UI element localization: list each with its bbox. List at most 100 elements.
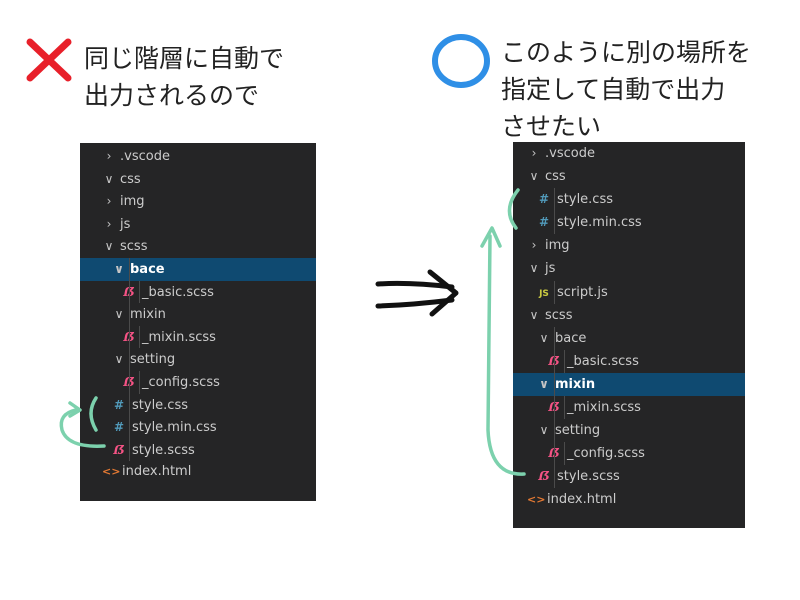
tree-file-row[interactable]: ẞ_basic.scss	[80, 280, 316, 304]
file-explorer-after: ›.vscode∨css#style.css#style.min.css›img…	[513, 142, 745, 528]
tree-item-label: scss	[545, 307, 573, 323]
tree-file-row[interactable]: ẞ_mixin.scss	[513, 396, 745, 420]
tree-item-label: _config.scss	[567, 446, 645, 462]
tree-item-label: index.html	[122, 464, 192, 480]
blue-circle-icon	[432, 34, 490, 88]
indent-guide	[564, 442, 565, 466]
tree-item-label: _basic.scss	[142, 284, 214, 300]
html-brackets-icon: <>	[527, 493, 546, 507]
tree-folder-row[interactable]: › .vscode	[80, 145, 316, 168]
tree-item-label: js	[545, 261, 556, 277]
indent-guide	[554, 349, 555, 373]
indent-guide	[554, 465, 555, 489]
tree-folder-row[interactable]: ∨ scss	[80, 235, 316, 258]
tree-item-label: css	[120, 171, 141, 187]
indent-guide	[129, 325, 130, 349]
tree-item-label: style.min.css	[557, 215, 642, 231]
indent-guide	[554, 372, 555, 397]
tree-file-row[interactable]: #style.css	[80, 393, 316, 417]
tree-folder-row[interactable]: ∨ mixin	[513, 372, 745, 397]
tree-item-label: bace	[555, 330, 587, 346]
tree-folder-row[interactable]: ∨ setting	[513, 419, 745, 443]
tree-folder-row[interactable]: ›img	[80, 190, 316, 213]
tree-item-label: img	[120, 194, 145, 210]
indent-guide	[129, 303, 130, 326]
css-hash-icon: #	[538, 215, 550, 230]
chevron-down-icon: ∨	[539, 330, 549, 345]
chevron-down-icon: ∨	[539, 423, 549, 438]
red-cross-icon	[26, 38, 72, 82]
indent-guide	[139, 370, 140, 394]
indent-guide	[129, 416, 130, 439]
tree-file-row[interactable]: ẞ_config.scss	[80, 370, 316, 394]
indent-guide	[564, 396, 565, 420]
tree-folder-row[interactable]: ∨ scss	[513, 304, 745, 327]
indent-guide	[554, 188, 555, 212]
tree-item-label: script.js	[557, 284, 608, 300]
tree-folder-row[interactable]: ›img	[513, 234, 745, 257]
tree-item-label: mixin	[130, 307, 166, 323]
chevron-down-icon: ∨	[529, 307, 539, 322]
tree-file-row[interactable]: #style.css	[513, 188, 745, 212]
chevron-right-icon: ›	[106, 216, 112, 231]
chevron-down-icon: ∨	[104, 171, 114, 186]
tree-item-label: .vscode	[545, 146, 595, 161]
left-output-arrow-icon	[59, 396, 106, 448]
chevron-down-icon: ∨	[539, 376, 549, 391]
tree-item-label: _mixin.scss	[142, 329, 216, 345]
tree-item-label: css	[545, 169, 566, 185]
indent-guide	[554, 396, 555, 420]
indent-guide	[554, 442, 555, 466]
tree-file-row[interactable]: <>index.html	[80, 461, 316, 484]
chevron-right-icon: ›	[531, 146, 537, 160]
indent-guide	[129, 438, 130, 462]
tree-folder-row[interactable]: ›js	[80, 213, 316, 236]
tree-item-label: _config.scss	[142, 374, 220, 390]
tree-file-row[interactable]: #style.min.css	[80, 416, 316, 439]
tree-item-label: setting	[130, 352, 176, 368]
tree-folder-row[interactable]: ∨ css	[80, 168, 316, 191]
tree-folder-row[interactable]: ∨bace	[80, 257, 316, 281]
tree-file-row[interactable]: # style.min.css	[513, 211, 745, 235]
tree-item-label: mixin	[555, 376, 596, 392]
tree-file-row[interactable]: ẞ_config.scss	[513, 442, 745, 466]
tree-file-row[interactable]: ẞ_basic.scss	[513, 349, 745, 373]
tree-folder-row[interactable]: ∨ bace	[513, 326, 745, 350]
tree-folder-row[interactable]: › .vscode	[513, 142, 745, 165]
right-output-arrow-icon	[480, 188, 526, 476]
indent-guide	[554, 419, 555, 443]
tree-item-label: style.scss	[557, 469, 620, 485]
indent-guide	[554, 326, 555, 350]
tree-item-label: .vscode	[120, 149, 170, 164]
tree-folder-row[interactable]: ∨ mixin	[80, 303, 316, 326]
tree-file-row[interactable]: <>index.html	[513, 488, 745, 511]
tree-item-label: style.css	[132, 397, 188, 413]
chevron-down-icon: ∨	[114, 307, 124, 322]
tree-item-label: setting	[555, 423, 601, 439]
indent-guide	[139, 325, 140, 349]
indent-guide	[564, 349, 565, 373]
indent-guide	[129, 393, 130, 417]
tree-item-label: scss	[120, 239, 148, 255]
tree-item-label: _mixin.scss	[567, 400, 641, 416]
left-caption: 同じ階層に自動で 出力されるので	[84, 40, 284, 114]
tree-item-label: _basic.scss	[567, 353, 639, 369]
tree-file-row[interactable]: ẞ_mixin.scss	[80, 325, 316, 349]
indent-guide	[554, 211, 555, 235]
tree-item-label: index.html	[547, 492, 617, 508]
tree-folder-row[interactable]: ∨setting	[80, 348, 316, 371]
css-hash-icon: #	[538, 192, 550, 207]
tree-folder-row[interactable]: ∨ css	[513, 165, 745, 188]
chevron-down-icon: ∨	[104, 239, 114, 254]
tree-folder-row[interactable]: ∨js	[513, 257, 745, 280]
file-explorer-before: ›.vscode∨css›img›js∨scss∨baceẞ_basic.scs…	[80, 143, 316, 501]
tree-item-label: style.scss	[132, 442, 195, 458]
indent-guide	[129, 257, 130, 281]
chevron-down-icon: ∨	[529, 169, 539, 184]
chevron-right-icon: ›	[106, 149, 112, 163]
indent-guide	[129, 280, 130, 304]
